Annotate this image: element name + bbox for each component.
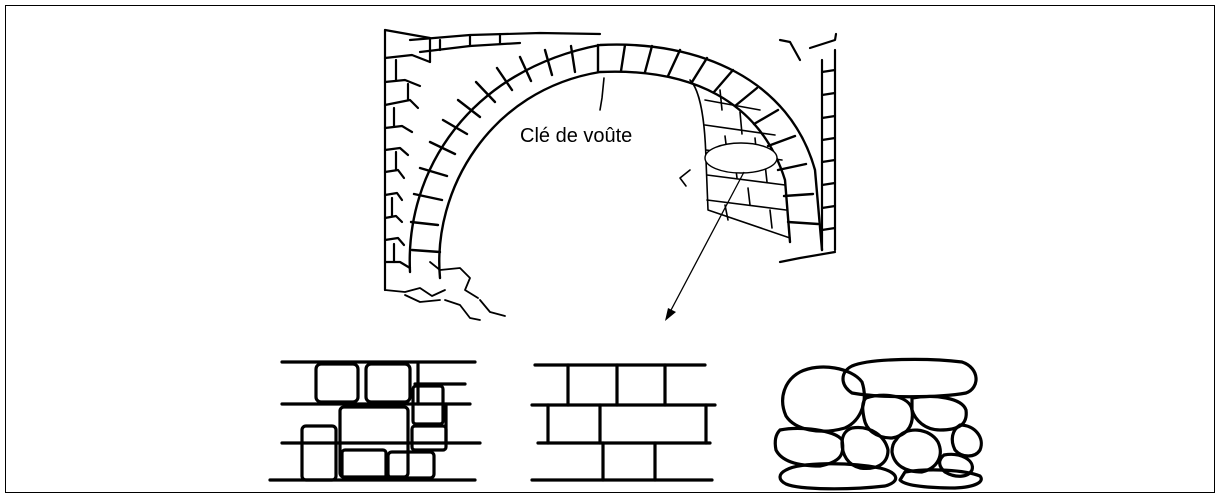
ground-rubble — [384, 261, 506, 321]
stone-arch-illustration — [383, 28, 838, 321]
arch-ring — [408, 43, 824, 280]
right-wall — [778, 32, 838, 264]
highlight-ellipse — [704, 142, 778, 174]
keystone-label: Clé de voûte — [520, 125, 632, 147]
masonry-sample-rubble — [773, 357, 983, 491]
masonry-sample-regular-bond — [530, 363, 717, 482]
left-wall — [383, 28, 602, 292]
detail-arrow — [665, 171, 745, 321]
masonry-sample-irregular-ashlar — [268, 360, 482, 482]
keystone-pointer — [599, 77, 605, 111]
figure-frame — [5, 5, 1215, 493]
